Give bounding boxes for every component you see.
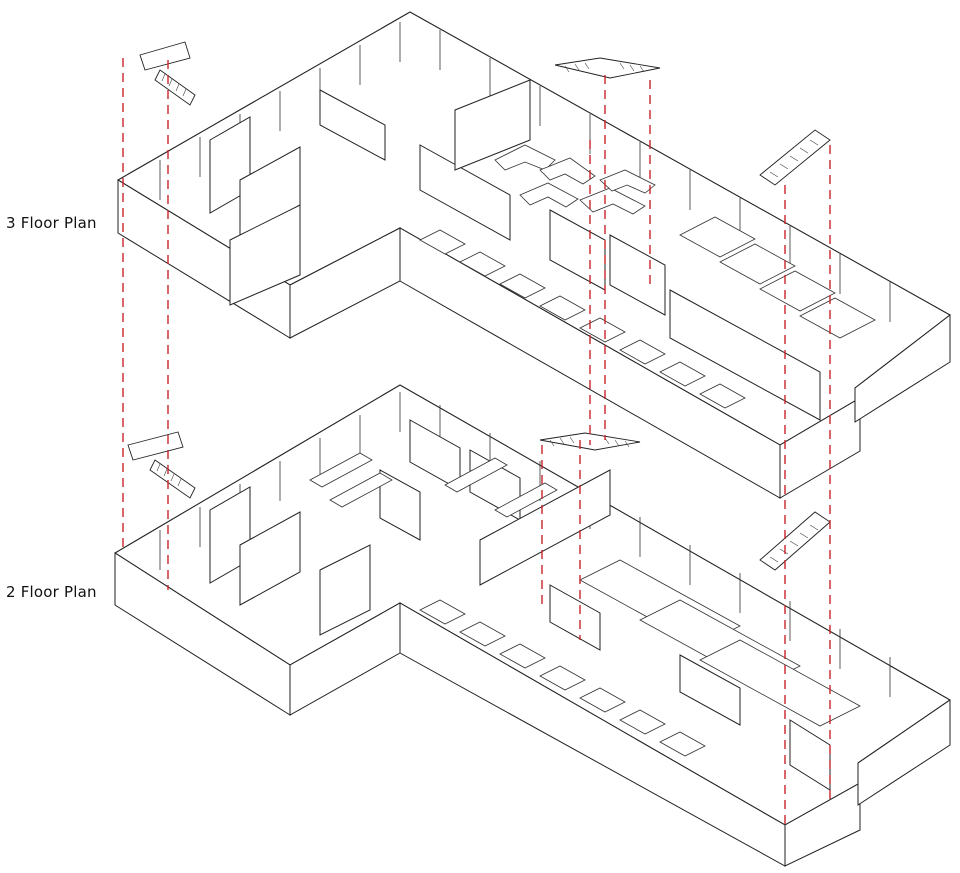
second-floor-right-face bbox=[857, 699, 951, 806]
vertical-alignment-guides bbox=[122, 58, 831, 825]
second-floor-partitions bbox=[209, 419, 831, 791]
third-floor-workstations bbox=[419, 216, 876, 409]
third-floor-stair-middle bbox=[554, 57, 661, 79]
third-floor-right-face bbox=[854, 313, 951, 423]
third-floor-partitions bbox=[209, 79, 821, 421]
second-floor-plan bbox=[114, 384, 951, 867]
third-floor-stair-left bbox=[139, 41, 196, 106]
third-floor-plan bbox=[117, 11, 951, 499]
third-floor-lounge-seating bbox=[494, 144, 656, 215]
second-floor-front-end-face bbox=[784, 782, 861, 867]
third-floor-label: 3 Floor Plan bbox=[6, 214, 97, 232]
second-floor-stair-right bbox=[759, 511, 831, 571]
second-floor-label: 2 Floor Plan bbox=[6, 583, 97, 601]
third-floor-stair-right bbox=[759, 129, 831, 186]
third-floor-front-end-face bbox=[779, 397, 861, 499]
second-floor-stair-left bbox=[127, 431, 196, 499]
